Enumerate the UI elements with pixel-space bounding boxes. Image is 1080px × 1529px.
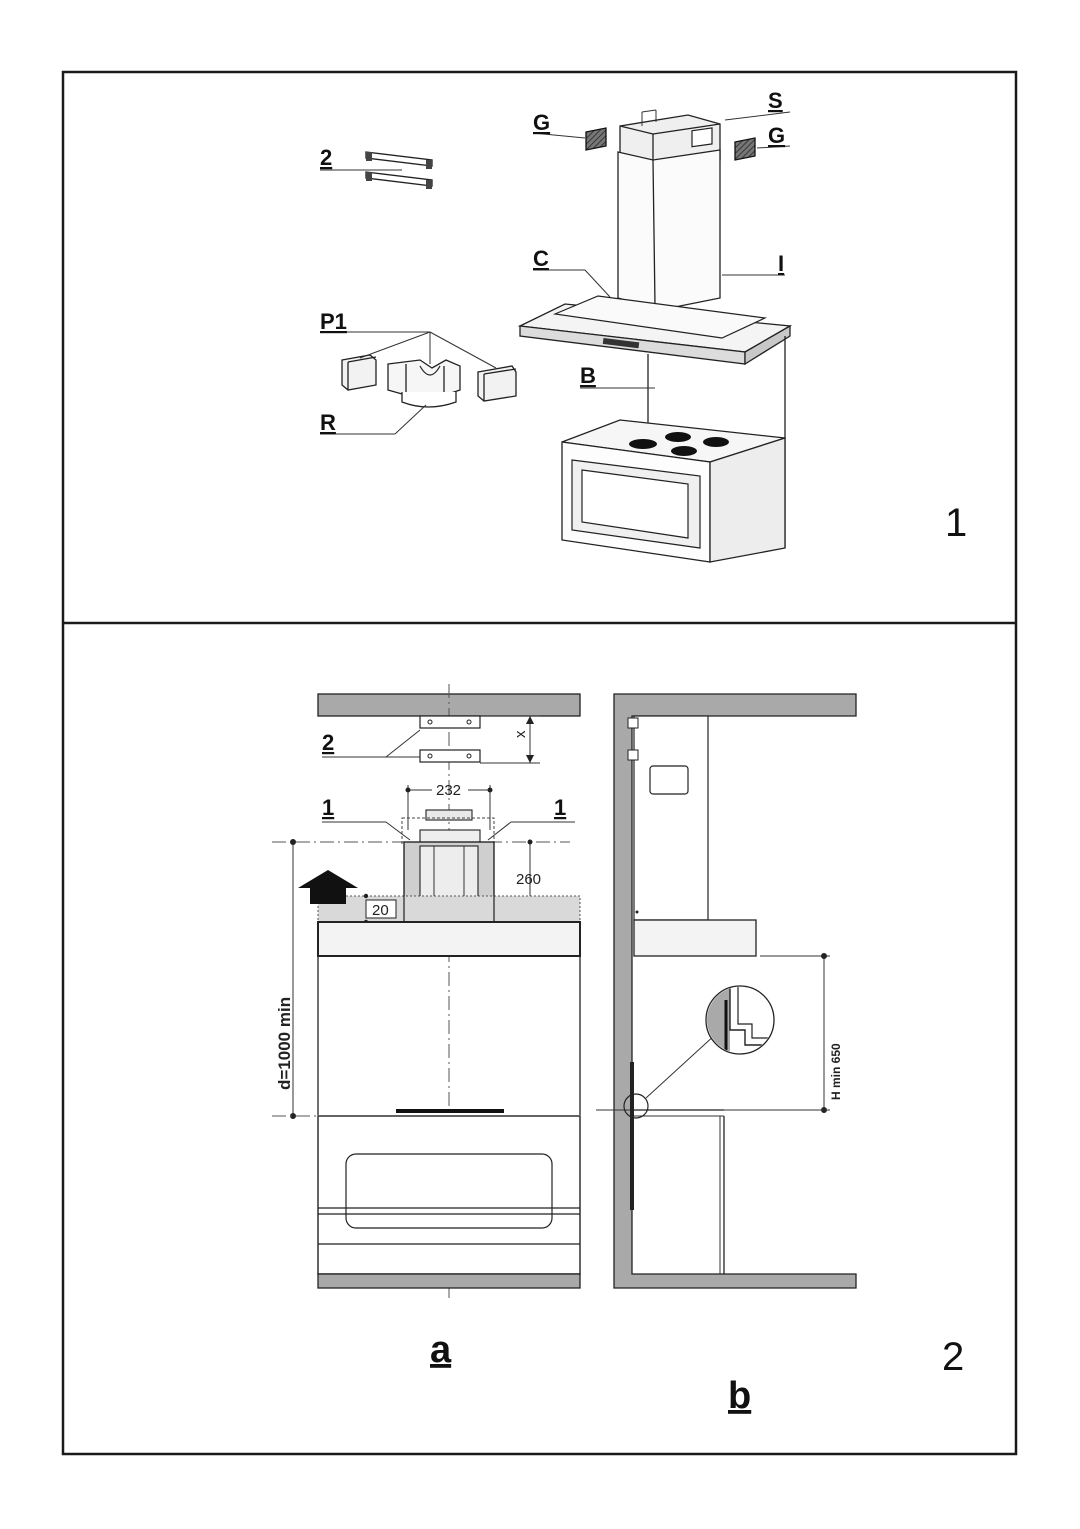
brackets-2 [365, 151, 433, 189]
hood-side-b [633, 919, 757, 957]
figure-number-1: 1 [945, 501, 967, 545]
floor-a [317, 1273, 581, 1289]
label-2: 2 [320, 145, 332, 170]
label-b: B [580, 363, 596, 388]
label-i: I [778, 251, 784, 276]
dim-20: 20 [372, 902, 389, 919]
dim-d: d=1000 min [275, 997, 294, 1090]
hood-canopy [517, 295, 793, 366]
cooker [561, 419, 786, 563]
label-bracket-2: 2 [322, 730, 334, 755]
label-g-left: G [533, 110, 550, 135]
grille-left [585, 127, 607, 151]
dim-260: 260 [516, 871, 541, 888]
label-x: x [512, 730, 529, 738]
label-1-right: 1 [554, 795, 566, 820]
hood-front-a [317, 921, 581, 957]
cooker-front-a [317, 1115, 581, 1275]
outer-frame [61, 70, 1018, 1456]
light-band [318, 896, 580, 922]
view-letter-b: b [728, 1375, 751, 1417]
label-g-right: G [768, 123, 785, 148]
panel-1-exploded-view: S G G 2 C I P1 B R 1 [320, 88, 967, 563]
panel-2b-side-view: H min 650 b [596, 693, 857, 1417]
leader-lines [320, 111, 791, 435]
figure-number-2: 2 [942, 1335, 964, 1379]
label-p1: P1 [320, 309, 347, 334]
bracket-top [419, 715, 481, 729]
dim-h: H min 650 [829, 1043, 843, 1100]
view-letter-a: a [430, 1329, 452, 1371]
airflow-arrow-icon [298, 870, 358, 904]
bracket-bottom [419, 749, 481, 763]
chimney [617, 109, 721, 311]
parts-p1 [341, 354, 517, 402]
label-1-left: 1 [322, 795, 334, 820]
hob-a [396, 1109, 504, 1113]
wall-frame-b [613, 693, 857, 1289]
label-r: R [320, 410, 336, 435]
part-r [401, 392, 457, 408]
dim-232: 232 [436, 782, 461, 799]
label-c: C [533, 246, 549, 271]
panel-2a-front-view: x 2 232 1 1 260 [272, 684, 581, 1371]
label-s: S [768, 88, 783, 113]
grille-right [734, 137, 756, 161]
